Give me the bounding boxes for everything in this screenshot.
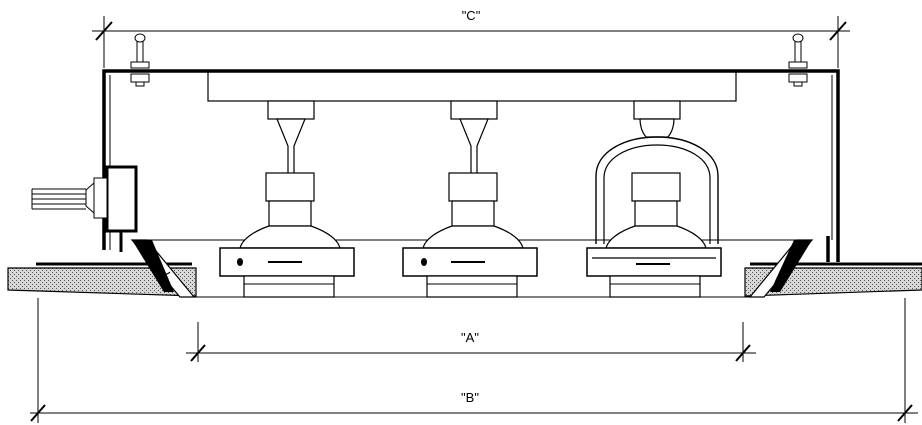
stud-nut-top	[788, 61, 808, 69]
lamp-2-socket-mid	[451, 200, 495, 227]
lamp-1-screw	[237, 258, 243, 266]
ceiling-left	[7, 267, 197, 297]
lamp-2-reflector	[422, 225, 524, 249]
lamp-3-mount-block	[633, 100, 681, 120]
connector-flare	[85, 182, 95, 214]
mounting-stud-left	[130, 33, 150, 87]
lamp-2-mount-block	[450, 100, 498, 120]
stud-head	[134, 33, 146, 43]
ceiling	[7, 262, 922, 297]
connector-wires	[31, 188, 86, 210]
stud-shank	[793, 81, 803, 87]
lamp-1-socket-top	[265, 172, 315, 202]
lamp-3-neck	[639, 118, 675, 138]
lamp-1-socket-mid	[268, 200, 312, 227]
lamp-2-screw	[421, 258, 427, 266]
connector-plug	[93, 177, 108, 219]
lamp-3-socket-mid	[634, 200, 678, 227]
dimension-b-label: "B"	[461, 390, 479, 405]
stud-nut-bottom	[130, 73, 150, 83]
lamp-module-3	[586, 100, 722, 298]
dimension-a-label: "A"	[461, 330, 479, 345]
mounting-stud-right	[788, 33, 808, 87]
lamp-2-socket-top	[448, 172, 498, 202]
lamp-2-lens	[426, 275, 518, 298]
dimension-b-tick-right	[897, 404, 913, 422]
lamp-1-reflector	[239, 225, 341, 249]
stud-nut-bottom	[788, 73, 808, 83]
lamp-3-socket-top	[631, 172, 681, 202]
dimension-c-tick-left	[95, 21, 113, 41]
lamp-1-mount-block	[267, 100, 315, 120]
lamp-3-flange	[586, 247, 722, 277]
dimension-c: "C"	[92, 8, 850, 68]
dimension-a-tick-right	[735, 344, 751, 362]
stud-head	[792, 33, 804, 43]
lamp-1-lens	[243, 275, 335, 298]
lamp-3-reflector	[605, 225, 707, 249]
trim-flange-left-spring	[158, 261, 171, 275]
dimension-b-tick-left	[30, 404, 46, 422]
lamp-3-yoke-outer	[595, 136, 719, 244]
lamp-3-lens	[609, 275, 701, 298]
reflector-plate	[207, 70, 737, 102]
lamp-3-yoke-inner	[603, 144, 711, 244]
dimension-c-label: "C"	[462, 8, 481, 23]
trim-flange-right-lip	[770, 240, 812, 292]
junction-box	[31, 165, 138, 252]
stud-shank	[135, 81, 145, 87]
dimension-a: "A"	[186, 322, 756, 362]
dimension-a-tick-left	[190, 344, 206, 362]
junction-box-body	[105, 165, 138, 233]
dimension-b: "B"	[30, 298, 918, 423]
lamp-module-2	[402, 100, 538, 298]
stud-nut-top	[130, 61, 150, 69]
dimension-c-tick-right	[829, 21, 847, 41]
lamp-module-1	[219, 100, 355, 298]
trim-flange-left-lip	[132, 240, 174, 292]
